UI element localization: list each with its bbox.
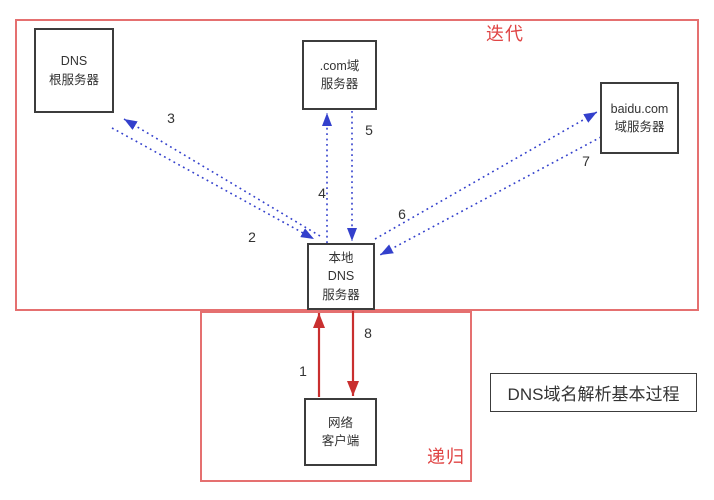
- node-local-dns-server: 本地 DNS 服务器: [307, 243, 375, 310]
- recursion-zone-rect: [200, 311, 472, 482]
- step-label-7: 7: [582, 153, 590, 169]
- diagram-title-box: DNS域名解析基本过程: [490, 373, 697, 412]
- node-baidu-label-line2: 域服务器: [614, 120, 665, 134]
- step-label-1: 1: [299, 363, 307, 379]
- step-label-8: 8: [364, 325, 372, 341]
- step-label-5: 5: [365, 122, 373, 138]
- node-com-label-line2: 服务器: [320, 77, 359, 91]
- node-com-label-line1: .com域: [319, 58, 360, 73]
- node-dns-root-label-line1: DNS: [60, 54, 88, 69]
- node-dns-root-label-line2: 根服务器: [48, 72, 99, 87]
- node-local-label-line3: 服务器: [322, 287, 360, 302]
- step-label-3: 3: [167, 110, 175, 126]
- node-dns-root-server: DNS 根服务器: [34, 28, 114, 113]
- iteration-zone-label: 迭代: [486, 24, 524, 44]
- node-baidu-label-line1: baidu.com: [610, 101, 669, 116]
- recursion-zone-label: 递归: [427, 447, 465, 467]
- node-client-label-line1: 网络: [327, 415, 353, 430]
- node-local-label-line2: DNS: [327, 269, 355, 284]
- node-client-label-line2: 客户端: [321, 434, 360, 448]
- step-label-4: 4: [318, 185, 326, 201]
- node-local-label-line1: 本地: [328, 251, 354, 266]
- node-baidu-domain-server: baidu.com 域服务器: [600, 82, 679, 154]
- node-com-domain-server: .com域 服务器: [302, 40, 377, 110]
- iteration-zone-rect: [15, 19, 699, 311]
- node-network-client: 网络 客户端: [304, 398, 377, 466]
- step-label-6: 6: [398, 206, 406, 222]
- step-label-2: 2: [248, 229, 256, 245]
